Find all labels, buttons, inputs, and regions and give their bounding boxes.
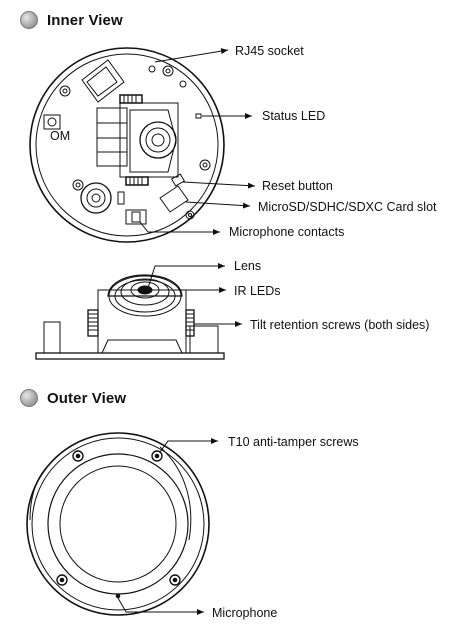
label-status-led: Status LED [262,109,325,123]
label-ir-leds: IR LEDs [234,284,281,298]
mounting-screw-icon [163,66,173,76]
mounting-screw-icon [149,66,155,72]
label-microphone: Microphone [212,606,277,620]
t10-screw-icon [73,451,83,461]
rj45-socket-shape [82,60,124,102]
mounting-screw-icon [73,180,83,190]
side-view-drawing [36,275,224,359]
label-reset-button: Reset button [262,179,333,193]
label-t10-screws: T10 anti-tamper screws [228,435,359,449]
mounting-screw-icon [200,160,210,170]
outer-view-drawing [27,433,209,615]
inner-view-drawing: OM [30,48,224,242]
mounting-screw-icon [60,86,70,96]
label-lens: Lens [234,259,261,273]
t10-screw-icon [152,451,162,461]
mounting-screw-icon [180,81,186,87]
callout-t10 [160,441,218,452]
svg-text:OM: OM [50,129,70,143]
t10-screw-icon [57,575,67,585]
t10-screw-icon [170,575,180,585]
label-tilt-retention-screws: Tilt retention screws (both sides) [250,318,429,332]
label-sd-slot: MicroSD/SDHC/SDXC Card slot [258,200,437,214]
callout-reset [183,182,255,186]
label-rj45-socket: RJ45 socket [235,44,304,58]
label-microphone-contacts: Microphone contacts [229,225,344,239]
